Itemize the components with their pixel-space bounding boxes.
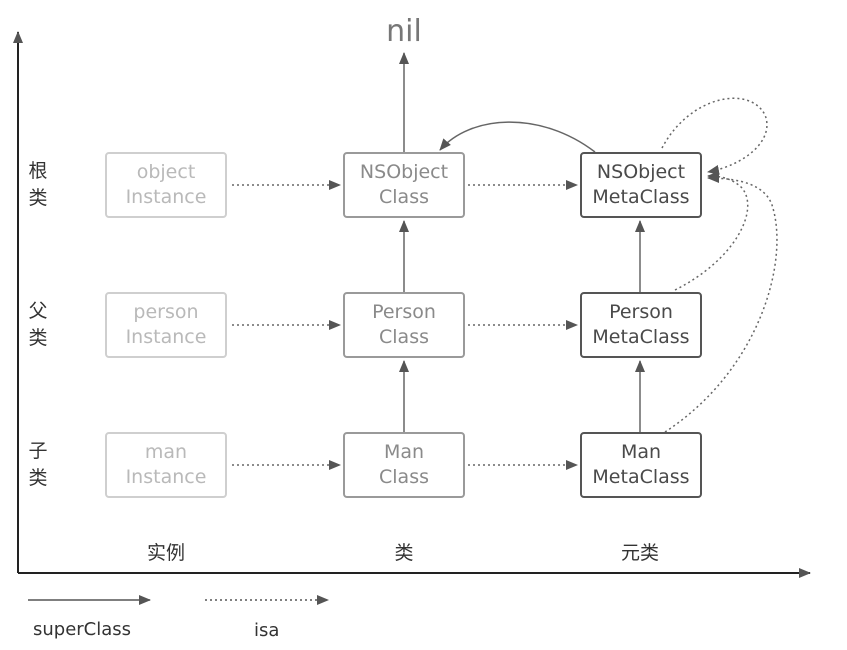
man-class-box: Man Class: [343, 432, 465, 498]
box-line1: Person: [609, 301, 673, 323]
superclass-arrow-rootmeta-to-rootclass: [439, 121, 596, 153]
box-line1: object: [136, 161, 196, 183]
row-label-root: 根 类: [26, 158, 50, 212]
person-metaclass-box: Person MetaClass: [580, 292, 702, 358]
box-line2: Class: [379, 186, 429, 208]
box-line1: Man: [620, 441, 662, 463]
row-label-child-line1: 子: [28, 440, 48, 462]
isa-arrow-personmeta-to-rootmeta: [674, 171, 749, 291]
box-line2: Instance: [125, 186, 207, 208]
column-label-instance: 实例: [146, 542, 185, 564]
person-class-box: Person Class: [343, 292, 465, 358]
isa-arrow-manmeta-to-rootmeta: [664, 173, 778, 433]
box-line1: man: [144, 441, 188, 463]
row-label-parent-line1: 父: [28, 300, 48, 322]
row-label-parent-line2: 类: [28, 327, 48, 349]
person-instance-box: person Instance: [105, 292, 227, 358]
box-line2: Class: [379, 326, 429, 348]
box-line1: Man: [383, 441, 425, 463]
row-label-child-line2: 类: [28, 467, 48, 489]
box-line1: Person: [372, 301, 436, 323]
row-label-child: 子 类: [26, 438, 50, 492]
box-line1: NSObject: [359, 161, 449, 183]
row-label-root-line2: 类: [28, 187, 48, 209]
box-line1: person: [133, 301, 199, 323]
row-label-parent: 父 类: [26, 298, 50, 352]
column-label-class: 类: [394, 542, 414, 564]
nsobject-class-box: NSObject Class: [343, 152, 465, 218]
nsobject-metaclass-box: NSObject MetaClass: [580, 152, 702, 218]
legend-superclass-label: superClass: [33, 619, 132, 640]
isa-arrow-rootmeta-self: [661, 97, 768, 175]
man-metaclass-box: Man MetaClass: [580, 432, 702, 498]
object-instance-box: object Instance: [105, 152, 227, 218]
box-line2: Instance: [125, 326, 207, 348]
box-line2: MetaClass: [592, 186, 690, 208]
legend-isa-label: isa: [254, 620, 280, 641]
man-instance-box: man Instance: [105, 432, 227, 498]
nil-label: nil: [386, 14, 422, 49]
column-label-metaclass: 元类: [620, 542, 659, 564]
box-line2: Instance: [125, 466, 207, 488]
box-line2: MetaClass: [592, 326, 690, 348]
box-line1: NSObject: [596, 161, 686, 183]
row-label-root-line1: 根: [28, 160, 48, 182]
box-line2: Class: [379, 466, 429, 488]
box-line2: MetaClass: [592, 466, 690, 488]
